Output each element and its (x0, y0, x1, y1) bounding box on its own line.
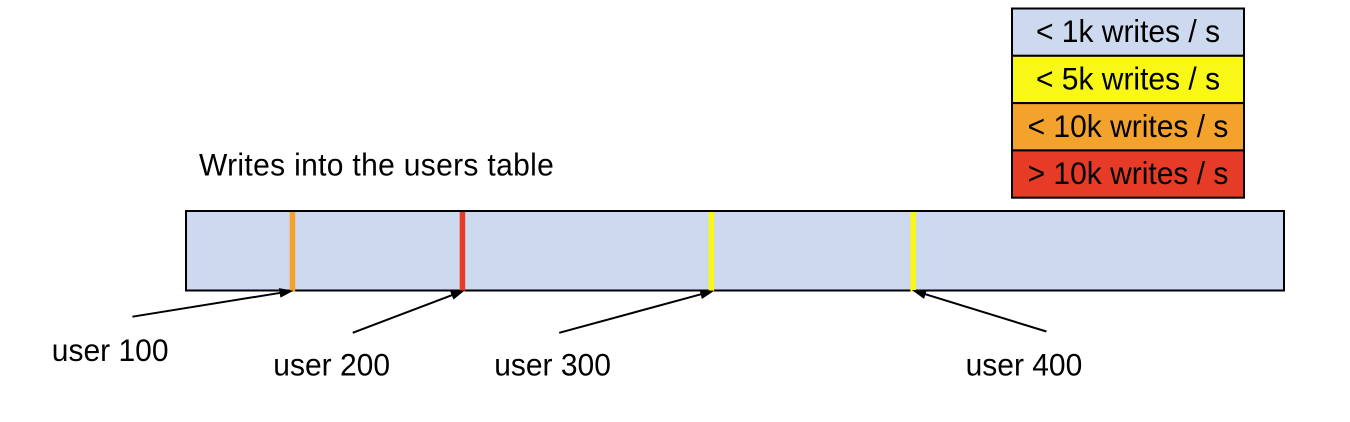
svg-text:< 1k writes / s: < 1k writes / s (1036, 14, 1220, 50)
svg-text:Writes into the users table: Writes into the users table (199, 147, 554, 183)
svg-text:user 300: user 300 (494, 347, 611, 383)
svg-text:user 100: user 100 (52, 332, 169, 368)
svg-text:user 400: user 400 (966, 347, 1083, 383)
svg-text:> 10k writes / s: > 10k writes / s (1028, 155, 1229, 191)
svg-text:user 200: user 200 (273, 347, 390, 383)
svg-text:< 10k writes / s: < 10k writes / s (1028, 108, 1229, 144)
svg-text:< 5k writes / s: < 5k writes / s (1036, 61, 1220, 97)
